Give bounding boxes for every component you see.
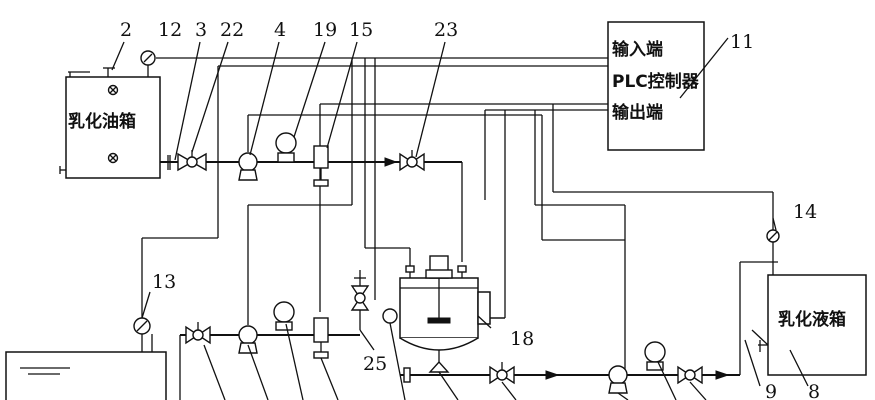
plc-input-label: 输入端 [612, 39, 663, 60]
label-19: 19 [313, 19, 337, 41]
label-2: 2 [120, 19, 132, 41]
valve-25 [350, 270, 406, 400]
label-8: 8 [808, 381, 820, 400]
label-3: 3 [195, 19, 207, 41]
label-14: 14 [793, 201, 817, 223]
emulsion-liquid-tank: 乳化液箱 [751, 262, 867, 376]
label-22: 22 [220, 19, 244, 41]
lower-pipeline [179, 261, 778, 400]
label-12: 12 [158, 19, 182, 41]
signal-lines [140, 50, 774, 372]
emulsion-oil-tank: 乳化油箱 [59, 67, 161, 179]
component-labels: 2 12 3 22 4 19 15 23 11 14 13 18 25 9 8 [120, 19, 820, 400]
label-15: 15 [349, 19, 373, 41]
label-11: 11 [730, 31, 754, 53]
emulsion-liquid-tank-label: 乳化液箱 [778, 309, 846, 330]
plc-output-label: 输出端 [612, 102, 663, 123]
plc-controller: 输入端 PLC控制器 输出端 [607, 21, 729, 151]
mixing-vessel [399, 255, 505, 373]
upper-pipeline [160, 132, 463, 262]
label-4: 4 [274, 19, 286, 41]
label-23: 23 [434, 19, 458, 41]
label-13: 13 [152, 271, 176, 293]
label-9: 9 [765, 381, 777, 400]
leader-lines [141, 41, 809, 400]
label-25: 25 [363, 353, 387, 375]
emulsion-oil-tank-label: 乳化油箱 [68, 111, 136, 132]
label-18: 18 [510, 328, 534, 350]
plc-controller-label: PLC控制器 [612, 71, 700, 92]
